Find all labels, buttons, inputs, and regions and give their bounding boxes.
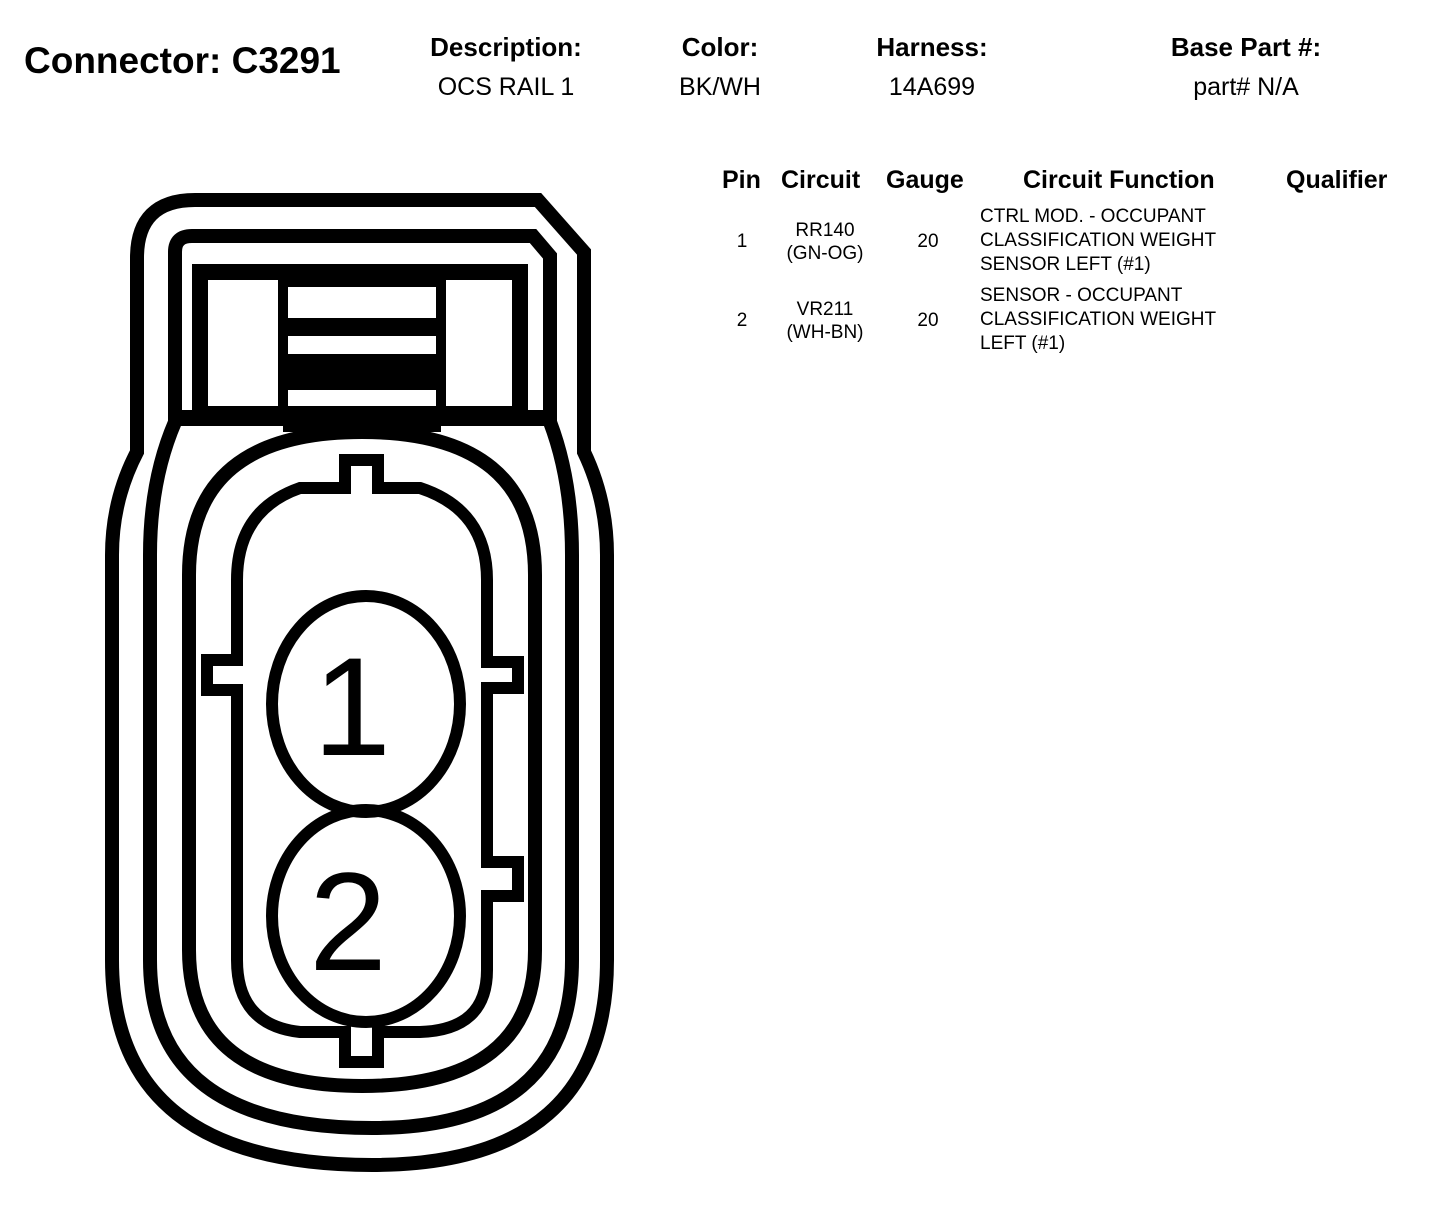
seal-ring — [182, 424, 542, 1094]
base-part-field: Base Part #: part# N/A — [1136, 31, 1356, 103]
function-line: SENSOR - OCCUPANT — [980, 285, 1183, 306]
circuit-header: Circuit — [781, 166, 861, 194]
circuit-cell: RR140 (GN-OG) — [770, 219, 880, 265]
circuit-color: (GN-OG) — [786, 243, 864, 264]
pin-2-cavity — [266, 804, 466, 1028]
circuit-function-cell: CTRL MOD. - OCCUPANT CLASSIFICATION WEIG… — [980, 205, 1216, 277]
base-part-label: Base Part #: — [1170, 32, 1322, 62]
harness-label: Harness: — [876, 32, 988, 62]
description-label: Description: — [430, 32, 582, 62]
housing-inner-outline — [143, 229, 579, 1136]
function-line: CLASSIFICATION WEIGHT — [980, 309, 1217, 330]
harness-value: 14A699 — [888, 73, 976, 101]
function-line: SENSOR LEFT (#1) — [980, 254, 1151, 275]
latch-bar — [283, 354, 441, 390]
circuit-id: RR140 — [795, 220, 855, 241]
color-field: Color: BK/WH — [640, 31, 800, 103]
color-value: BK/WH — [679, 73, 761, 101]
function-line: LEFT (#1) — [980, 333, 1066, 354]
gauge-cell: 20 — [917, 231, 939, 252]
pin-2-label: 2 — [309, 843, 387, 1000]
function-line: CLASSIFICATION WEIGHT — [980, 230, 1217, 251]
pin-1-label: 1 — [313, 628, 391, 785]
function-line: CTRL MOD. - OCCUPANT — [980, 206, 1206, 227]
latch-window — [278, 277, 446, 417]
circuit-id: VR211 — [796, 299, 854, 320]
pin-cell: 1 — [736, 231, 748, 252]
terminal-cavity-outline — [201, 454, 524, 1068]
description-value: OCS RAIL 1 — [437, 73, 575, 101]
circuit-cell: VR211 (WH-BN) — [770, 298, 880, 344]
latch-bar — [283, 318, 441, 336]
base-part-value: part# N/A — [1193, 73, 1299, 101]
color-label: Color: — [681, 32, 759, 62]
housing-outer-outline — [105, 193, 614, 1173]
pin-header: Pin — [722, 166, 761, 194]
circuit-function-cell: SENSOR - OCCUPANT CLASSIFICATION WEIGHT … — [980, 284, 1216, 356]
connector-title: Connector: C3291 — [24, 40, 341, 81]
gauge-header: Gauge — [886, 166, 964, 194]
gauge-cell: 20 — [917, 310, 939, 331]
circuit-function-header: Circuit Function — [1023, 166, 1215, 194]
description-field: Description: OCS RAIL 1 — [400, 31, 612, 103]
pin-cell: 2 — [736, 310, 748, 331]
latch-post — [283, 410, 441, 432]
circuit-color: (WH-BN) — [786, 322, 864, 343]
harness-field: Harness: 14A699 — [842, 31, 1022, 103]
qualifier-header: Qualifier — [1286, 166, 1388, 194]
latch-frame — [192, 264, 528, 422]
